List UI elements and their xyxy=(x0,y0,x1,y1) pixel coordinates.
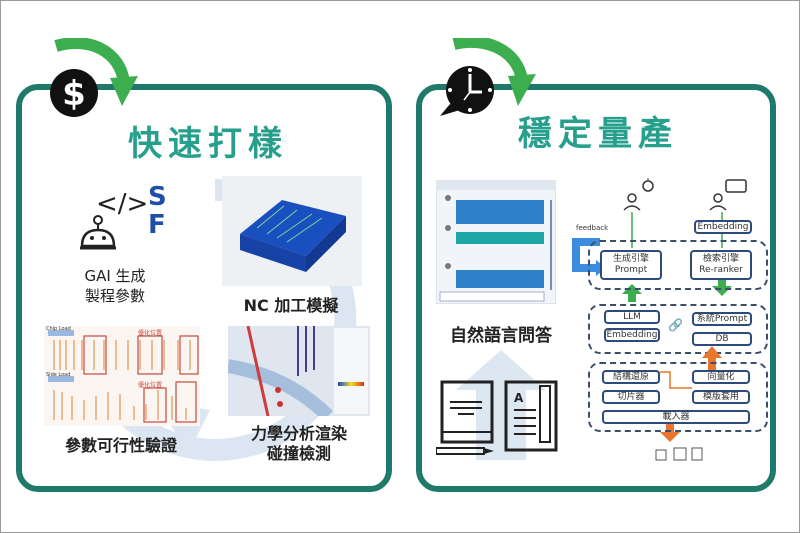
search-engine-line2: Re-ranker xyxy=(699,265,743,275)
book-document-icon: A xyxy=(436,380,558,455)
ingestion-group xyxy=(588,362,768,432)
gen-engine-line2: Prompt xyxy=(614,265,648,275)
embedding-box: Embedding xyxy=(604,328,660,342)
db-box: DB xyxy=(692,332,752,346)
highlight-label-bottom: 優化位置 xyxy=(138,382,163,389)
nc-label: NC 加工模擬 xyxy=(243,296,339,315)
vectorize-box: 向量化 xyxy=(692,370,750,384)
qa-label: 自然語言問答 xyxy=(450,326,552,346)
model-group xyxy=(588,304,768,354)
clock-badge-icon xyxy=(440,38,536,116)
svg-text:</>: </> xyxy=(96,189,148,219)
svg-text:A: A xyxy=(514,391,524,405)
nc-simulation-image xyxy=(222,176,362,286)
structure-restore-box: 結構還原 xyxy=(602,370,660,384)
system-prompt-box: 系統Prompt xyxy=(692,312,752,326)
svg-text:$: $ xyxy=(62,74,86,114)
gai-label-line1: GAI 生成 xyxy=(84,267,146,285)
highlight-label-top: 優化位置 xyxy=(138,330,163,337)
gai-label-line2: 製程參數 xyxy=(84,287,145,305)
user-idea-icon xyxy=(623,178,654,211)
embedding-top-box: Embedding xyxy=(694,220,752,234)
sf-letter-f: F xyxy=(148,210,166,240)
mechanics-label-line2: 碰撞檢測 xyxy=(266,444,331,463)
llm-box: LLM xyxy=(604,310,660,324)
link-icon: 🔗 xyxy=(668,318,683,332)
search-engine-line1: 檢索引擎 xyxy=(702,254,739,264)
param-feasibility-label: 參數可行性驗證 xyxy=(64,436,177,455)
user-chat-icon xyxy=(709,179,747,211)
robot-code-icon: </> xyxy=(80,189,148,250)
chat-window-image xyxy=(436,180,556,304)
chip-load-label: Chip Load xyxy=(46,326,71,332)
mechanics-analysis-image xyxy=(228,326,370,416)
gen-engine-line1: 生成引擎 xyxy=(612,254,649,264)
side-load-label: Side Load xyxy=(46,372,71,378)
rapid-prototyping-title: 快速打樣 xyxy=(128,124,288,164)
mechanics-label-line1: 力學分析渲染 xyxy=(250,424,347,443)
dollar-badge-icon: $ xyxy=(50,38,138,117)
stable-production-title: 穩定量產 xyxy=(518,114,678,154)
engine-group xyxy=(588,240,768,290)
chunker-box: 切片器 xyxy=(602,390,660,404)
loader-box: 載入器 xyxy=(602,410,750,424)
template-apply-box: 模版套用 xyxy=(692,390,750,404)
feedback-label: feedback xyxy=(576,224,609,232)
param-feasibility-chart xyxy=(44,326,200,426)
sf-letter-s: S xyxy=(148,182,167,212)
source-files-icon xyxy=(655,447,703,461)
